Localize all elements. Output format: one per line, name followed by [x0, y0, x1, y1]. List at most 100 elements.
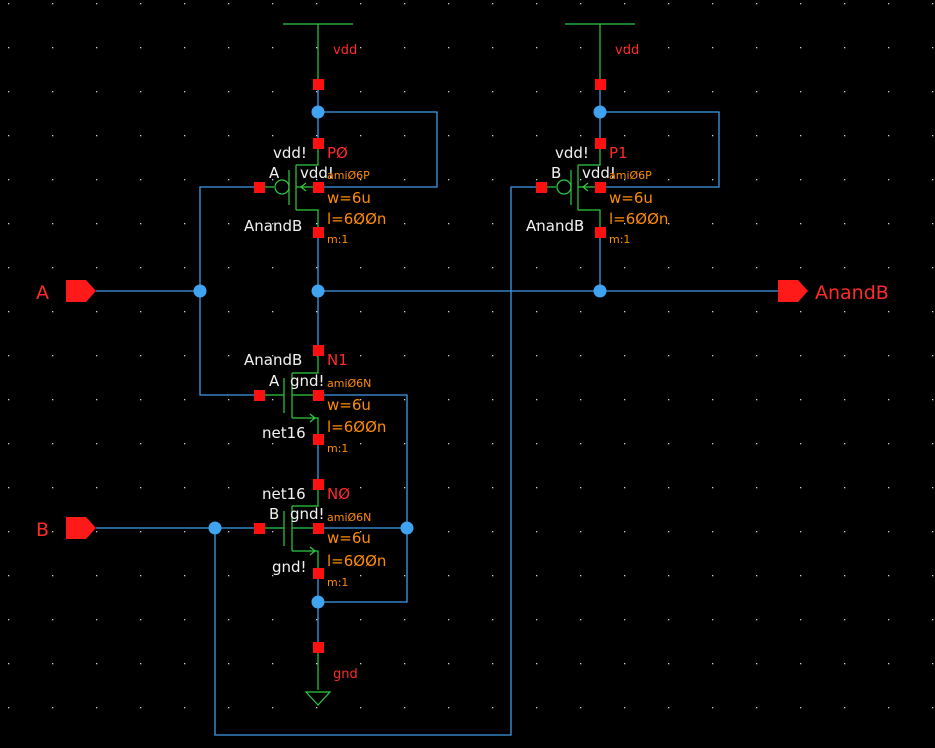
- grid-dot: [844, 3, 846, 5]
- grid-dot: [184, 355, 186, 357]
- pin-input-b[interactable]: [66, 517, 96, 539]
- grid-dot: [580, 707, 582, 709]
- grid-dot: [580, 91, 582, 93]
- grid-dot: [800, 487, 802, 489]
- terminal-n0-g[interactable]: [254, 523, 265, 534]
- grid-dot: [932, 355, 934, 357]
- grid-dot: [800, 531, 802, 533]
- grid-dot: [272, 531, 274, 533]
- pmos-p1-symbol[interactable]: [542, 143, 601, 232]
- grid-dot: [52, 619, 54, 621]
- grid-dot: [184, 223, 186, 225]
- junction-output-p1: [593, 284, 607, 298]
- grid-dot: [580, 311, 582, 313]
- grid-dot: [228, 443, 230, 445]
- grid-dot: [8, 619, 10, 621]
- grid-dot: [580, 223, 582, 225]
- wire-nmos-bulk[interactable]: [318, 394, 408, 603]
- terminal-n0-b[interactable]: [313, 523, 324, 534]
- terminal-n1-d[interactable]: [313, 345, 324, 356]
- grid-dot: [184, 487, 186, 489]
- grid-dot: [800, 707, 802, 709]
- grid-dot: [140, 531, 142, 533]
- wire-a-to-p0-gate[interactable]: [199, 186, 260, 291]
- p0-m-label: m:1: [327, 233, 348, 246]
- grid-dot: [668, 267, 670, 269]
- terminal-p1-b[interactable]: [595, 182, 606, 193]
- grid-dot: [888, 91, 890, 93]
- grid-dot: [536, 179, 538, 181]
- grid-dot: [52, 179, 54, 181]
- grid-dot: [316, 3, 318, 5]
- grid-dot: [404, 135, 406, 137]
- terminal-n1-g[interactable]: [254, 390, 265, 401]
- gnd-symbol[interactable]: [304, 647, 332, 706]
- p1-bulk-label: vdd!: [555, 144, 589, 162]
- terminal-n1-s[interactable]: [313, 434, 324, 445]
- terminal-p1-g[interactable]: [536, 182, 547, 193]
- grid-dot: [580, 575, 582, 577]
- grid-dot: [668, 3, 670, 5]
- grid-dot: [580, 47, 582, 49]
- grid-dot: [404, 619, 406, 621]
- grid-dot: [756, 179, 758, 181]
- grid-dot: [888, 179, 890, 181]
- grid-dot: [800, 355, 802, 357]
- grid-dot: [272, 619, 274, 621]
- grid-dot: [844, 223, 846, 225]
- grid-dot: [624, 619, 626, 621]
- terminal-n0-d[interactable]: [313, 479, 324, 490]
- wire-p0-vdd-bulk-loop[interactable]: [318, 111, 438, 188]
- grid-dot: [844, 267, 846, 269]
- grid-dot: [448, 3, 450, 5]
- p0-w-label: w=6u: [327, 189, 371, 207]
- wire-a-to-n1-gate[interactable]: [199, 291, 260, 396]
- n0-source-label: gnd!: [272, 558, 307, 576]
- grid-dot: [536, 311, 538, 313]
- terminal-p0-g[interactable]: [254, 182, 265, 193]
- grid-dot: [404, 47, 406, 49]
- terminal-vdd-right[interactable]: [595, 79, 606, 90]
- grid-dot: [536, 443, 538, 445]
- vdd-symbol-left[interactable]: [283, 23, 353, 84]
- terminal-vdd-left[interactable]: [313, 79, 324, 90]
- terminal-p1-s[interactable]: [595, 138, 606, 149]
- terminal-p0-d[interactable]: [313, 227, 324, 238]
- grid-dot: [888, 487, 890, 489]
- grid-dot: [756, 223, 758, 225]
- grid-dot: [272, 487, 274, 489]
- wires: [96, 84, 780, 736]
- grid-dot: [360, 91, 362, 93]
- grid-dot: [8, 663, 10, 665]
- terminal-n0-s[interactable]: [313, 568, 324, 579]
- vdd-symbol-right[interactable]: [565, 23, 635, 84]
- grid-dot: [888, 399, 890, 401]
- terminal-n1-b[interactable]: [313, 390, 324, 401]
- terminal-p1-d[interactable]: [595, 227, 606, 238]
- pin-output[interactable]: [778, 280, 808, 302]
- pin-label-output: AnandB: [815, 282, 889, 304]
- grid-dot: [316, 223, 318, 225]
- terminal-gnd[interactable]: [313, 642, 324, 653]
- grid-dot: [536, 487, 538, 489]
- grid-dot: [536, 531, 538, 533]
- grid-dot: [184, 707, 186, 709]
- grid-dot: [96, 443, 98, 445]
- wire-b-to-p1-gate[interactable]: [214, 186, 542, 736]
- grid-dot: [756, 355, 758, 357]
- grid-dot: [932, 707, 934, 709]
- pin-input-a[interactable]: [66, 280, 96, 302]
- grid-dot: [360, 531, 362, 533]
- terminal-p0-s[interactable]: [313, 138, 324, 149]
- grid-dot: [536, 663, 538, 665]
- terminal-p0-b[interactable]: [313, 182, 324, 193]
- grid-dot: [492, 487, 494, 489]
- grid-dot: [624, 443, 626, 445]
- grid-dot: [932, 531, 934, 533]
- grid-dot: [844, 135, 846, 137]
- grid-dot: [8, 135, 10, 137]
- grid-dot: [272, 135, 274, 137]
- grid-dot: [184, 3, 186, 5]
- wire-p1-vdd-bulk-loop[interactable]: [600, 111, 720, 188]
